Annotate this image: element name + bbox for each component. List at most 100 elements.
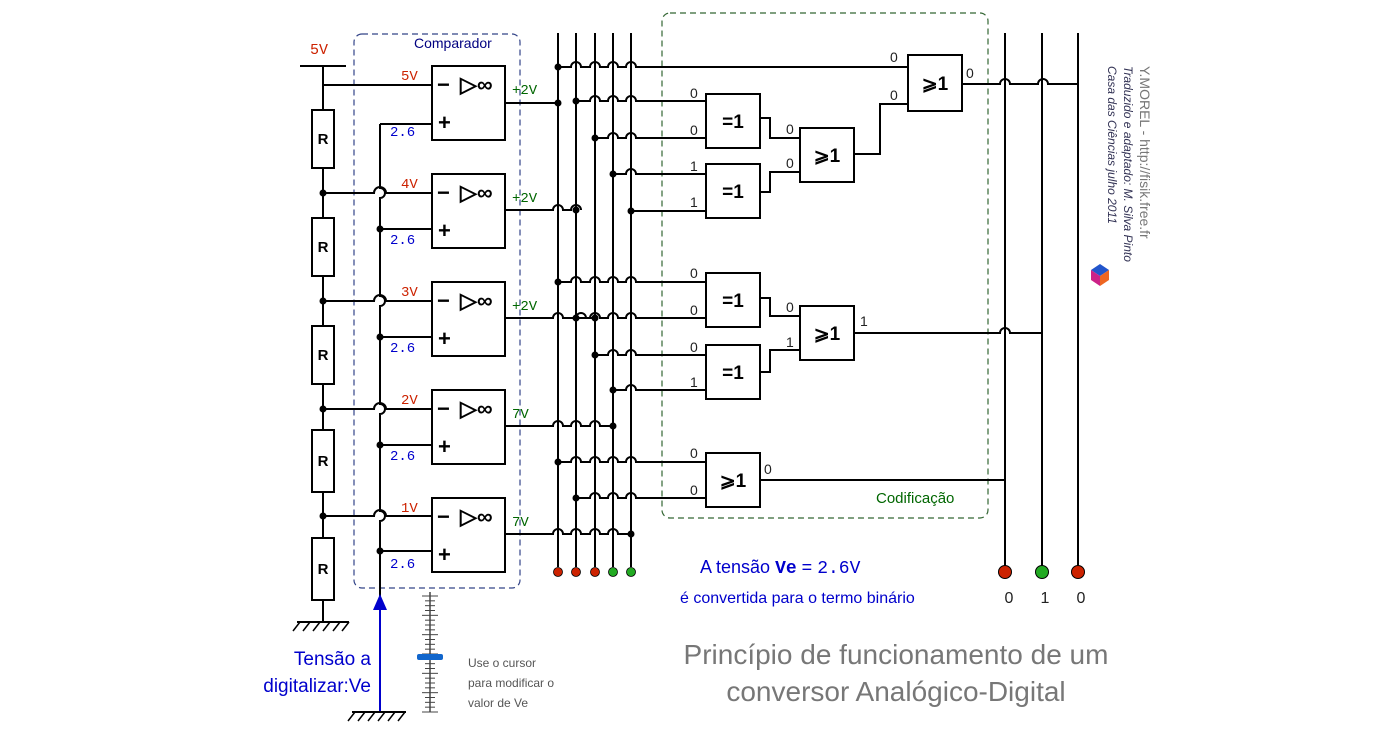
svg-text:R: R <box>318 131 329 148</box>
plus-sign: + <box>438 326 451 351</box>
minus-sign: − <box>437 396 450 421</box>
svg-text:0: 0 <box>890 49 898 65</box>
svg-text:0: 0 <box>890 87 898 103</box>
comparator-output-bus <box>557 33 632 567</box>
input-label-line1: Tensão a <box>294 649 372 670</box>
bus-led-3 <box>590 567 600 577</box>
comparator-symbol: ▷∞ <box>459 288 493 313</box>
ve-slider-thumb[interactable] <box>417 654 443 660</box>
svg-text:R: R <box>318 347 329 364</box>
comparator-4: ▷∞− +2V 2.6 7V <box>390 389 529 465</box>
comparator-input-label: 2.6 <box>390 341 415 357</box>
comparator-box <box>353 33 521 589</box>
comparator-ref-label: 2V <box>401 393 418 409</box>
svg-text:0: 0 <box>690 85 698 101</box>
output-led-msb <box>998 565 1012 579</box>
svg-text:R: R <box>318 239 329 256</box>
comparator-ref-label: 3V <box>401 285 418 301</box>
comparator-1: ▷∞− +5V 2.6 +2V <box>390 65 538 141</box>
plus-sign: + <box>438 218 451 243</box>
output-bit-lines <box>1004 33 1079 566</box>
svg-text:0: 0 <box>690 339 698 355</box>
plus-sign: + <box>438 542 451 567</box>
comparator-symbol: ▷∞ <box>459 396 493 421</box>
title-line2: conversor Analógico-Digital <box>726 676 1065 707</box>
or-gate-bottom: ⩾1 <box>705 452 761 508</box>
resistor-3: R <box>311 325 335 385</box>
svg-text:=1: =1 <box>722 363 744 384</box>
comparator-ref-label: 4V <box>401 177 418 193</box>
xor-gate-4: =1 <box>705 344 761 400</box>
svg-text:0: 0 <box>690 122 698 138</box>
comparator-output-label: +2V <box>512 191 538 207</box>
svg-text:=1: =1 <box>722 182 744 203</box>
comparator-symbol: ▷∞ <box>459 180 493 205</box>
logo-icon <box>1091 264 1109 286</box>
svg-text:=1: =1 <box>722 291 744 312</box>
comparator-symbol: ▷∞ <box>459 72 493 97</box>
slider-hint-3: valor de Ve <box>468 696 528 710</box>
xor-gate-2: =1 <box>705 163 761 219</box>
result-line2: é convertida para o termo binário <box>680 590 915 607</box>
binary-digit-2: 1 <box>1041 590 1050 607</box>
svg-text:1: 1 <box>690 194 698 210</box>
or-gate-mid1: ⩾1 <box>799 127 855 183</box>
comparator-output-label: +2V <box>512 83 538 99</box>
binary-digit-1: 0 <box>1005 590 1014 607</box>
svg-text:⩾1: ⩾1 <box>720 471 747 492</box>
svg-text:1: 1 <box>860 313 868 329</box>
comparator-input-label: 2.6 <box>390 233 415 249</box>
resistor-1: R <box>311 109 335 169</box>
svg-text:1: 1 <box>786 334 794 350</box>
minus-sign: − <box>437 288 450 313</box>
resistor-2: R <box>311 217 335 277</box>
minus-sign: − <box>437 72 450 97</box>
output-led-lsb <box>1071 565 1085 579</box>
plus-sign: + <box>438 110 451 135</box>
plus-sign: + <box>438 434 451 459</box>
comparator-symbol: ▷∞ <box>459 504 493 529</box>
ve-slider[interactable] <box>417 592 443 713</box>
or-gate-top: ⩾1 <box>907 54 963 112</box>
input-label-line2: digitalizar:Ve <box>263 676 371 697</box>
or-gate-mid2: ⩾1 <box>799 305 855 361</box>
minus-sign: − <box>437 180 450 205</box>
comparator-output-label: 7V <box>512 407 529 423</box>
svg-text:1: 1 <box>690 374 698 390</box>
comparator-input-label: 2.6 <box>390 557 415 573</box>
svg-text:0: 0 <box>966 65 974 81</box>
comparator-output-label: 7V <box>512 515 529 531</box>
gate-bit-labels: 0 0 1 1 0 0 0 0 0 0 0 0 1 0 1 1 0 0 0 <box>690 49 974 498</box>
comparator-ref-label: 1V <box>401 501 418 517</box>
comparator-ref-label: 5V <box>401 69 418 85</box>
slider-hint-2: para modificar o <box>468 676 554 690</box>
svg-text:0: 0 <box>786 121 794 137</box>
comparator-output-wires <box>505 102 631 535</box>
xor-gate-1: =1 <box>705 93 761 149</box>
comparator-input-label: 2.6 <box>390 125 415 141</box>
svg-text:1: 1 <box>690 158 698 174</box>
svg-text:0: 0 <box>786 299 794 315</box>
svg-text:0: 0 <box>786 155 794 171</box>
svg-text:0: 0 <box>690 445 698 461</box>
bus-led-4 <box>608 567 618 577</box>
comparator-box-label: Comparador <box>414 35 492 51</box>
svg-text:0: 0 <box>690 482 698 498</box>
bus-led-1 <box>553 567 563 577</box>
svg-text:⩾1: ⩾1 <box>922 74 949 95</box>
svg-text:R: R <box>318 561 329 578</box>
svg-text:⩾1: ⩾1 <box>814 324 841 345</box>
comparator-2: ▷∞− +4V 2.6 +2V <box>390 173 538 249</box>
comparator-3: ▷∞−+3V2.6+2V <box>390 281 538 357</box>
resistor-4: R <box>311 429 335 493</box>
credits: Y.MOREL - http://fisik.free.fr Traduzido… <box>1105 66 1153 262</box>
svg-text:=1: =1 <box>722 112 744 133</box>
coding-box-label: Codificação <box>876 490 954 507</box>
bus-led-2 <box>571 567 581 577</box>
result-line1: A tensão Ve = 2.6V <box>700 557 861 579</box>
credit-line-1: Y.MOREL - http://fisik.free.fr <box>1137 66 1153 239</box>
ve-input-bus <box>379 124 386 600</box>
svg-text:⩾1: ⩾1 <box>814 146 841 167</box>
comparator-input-label: 2.6 <box>390 449 415 465</box>
